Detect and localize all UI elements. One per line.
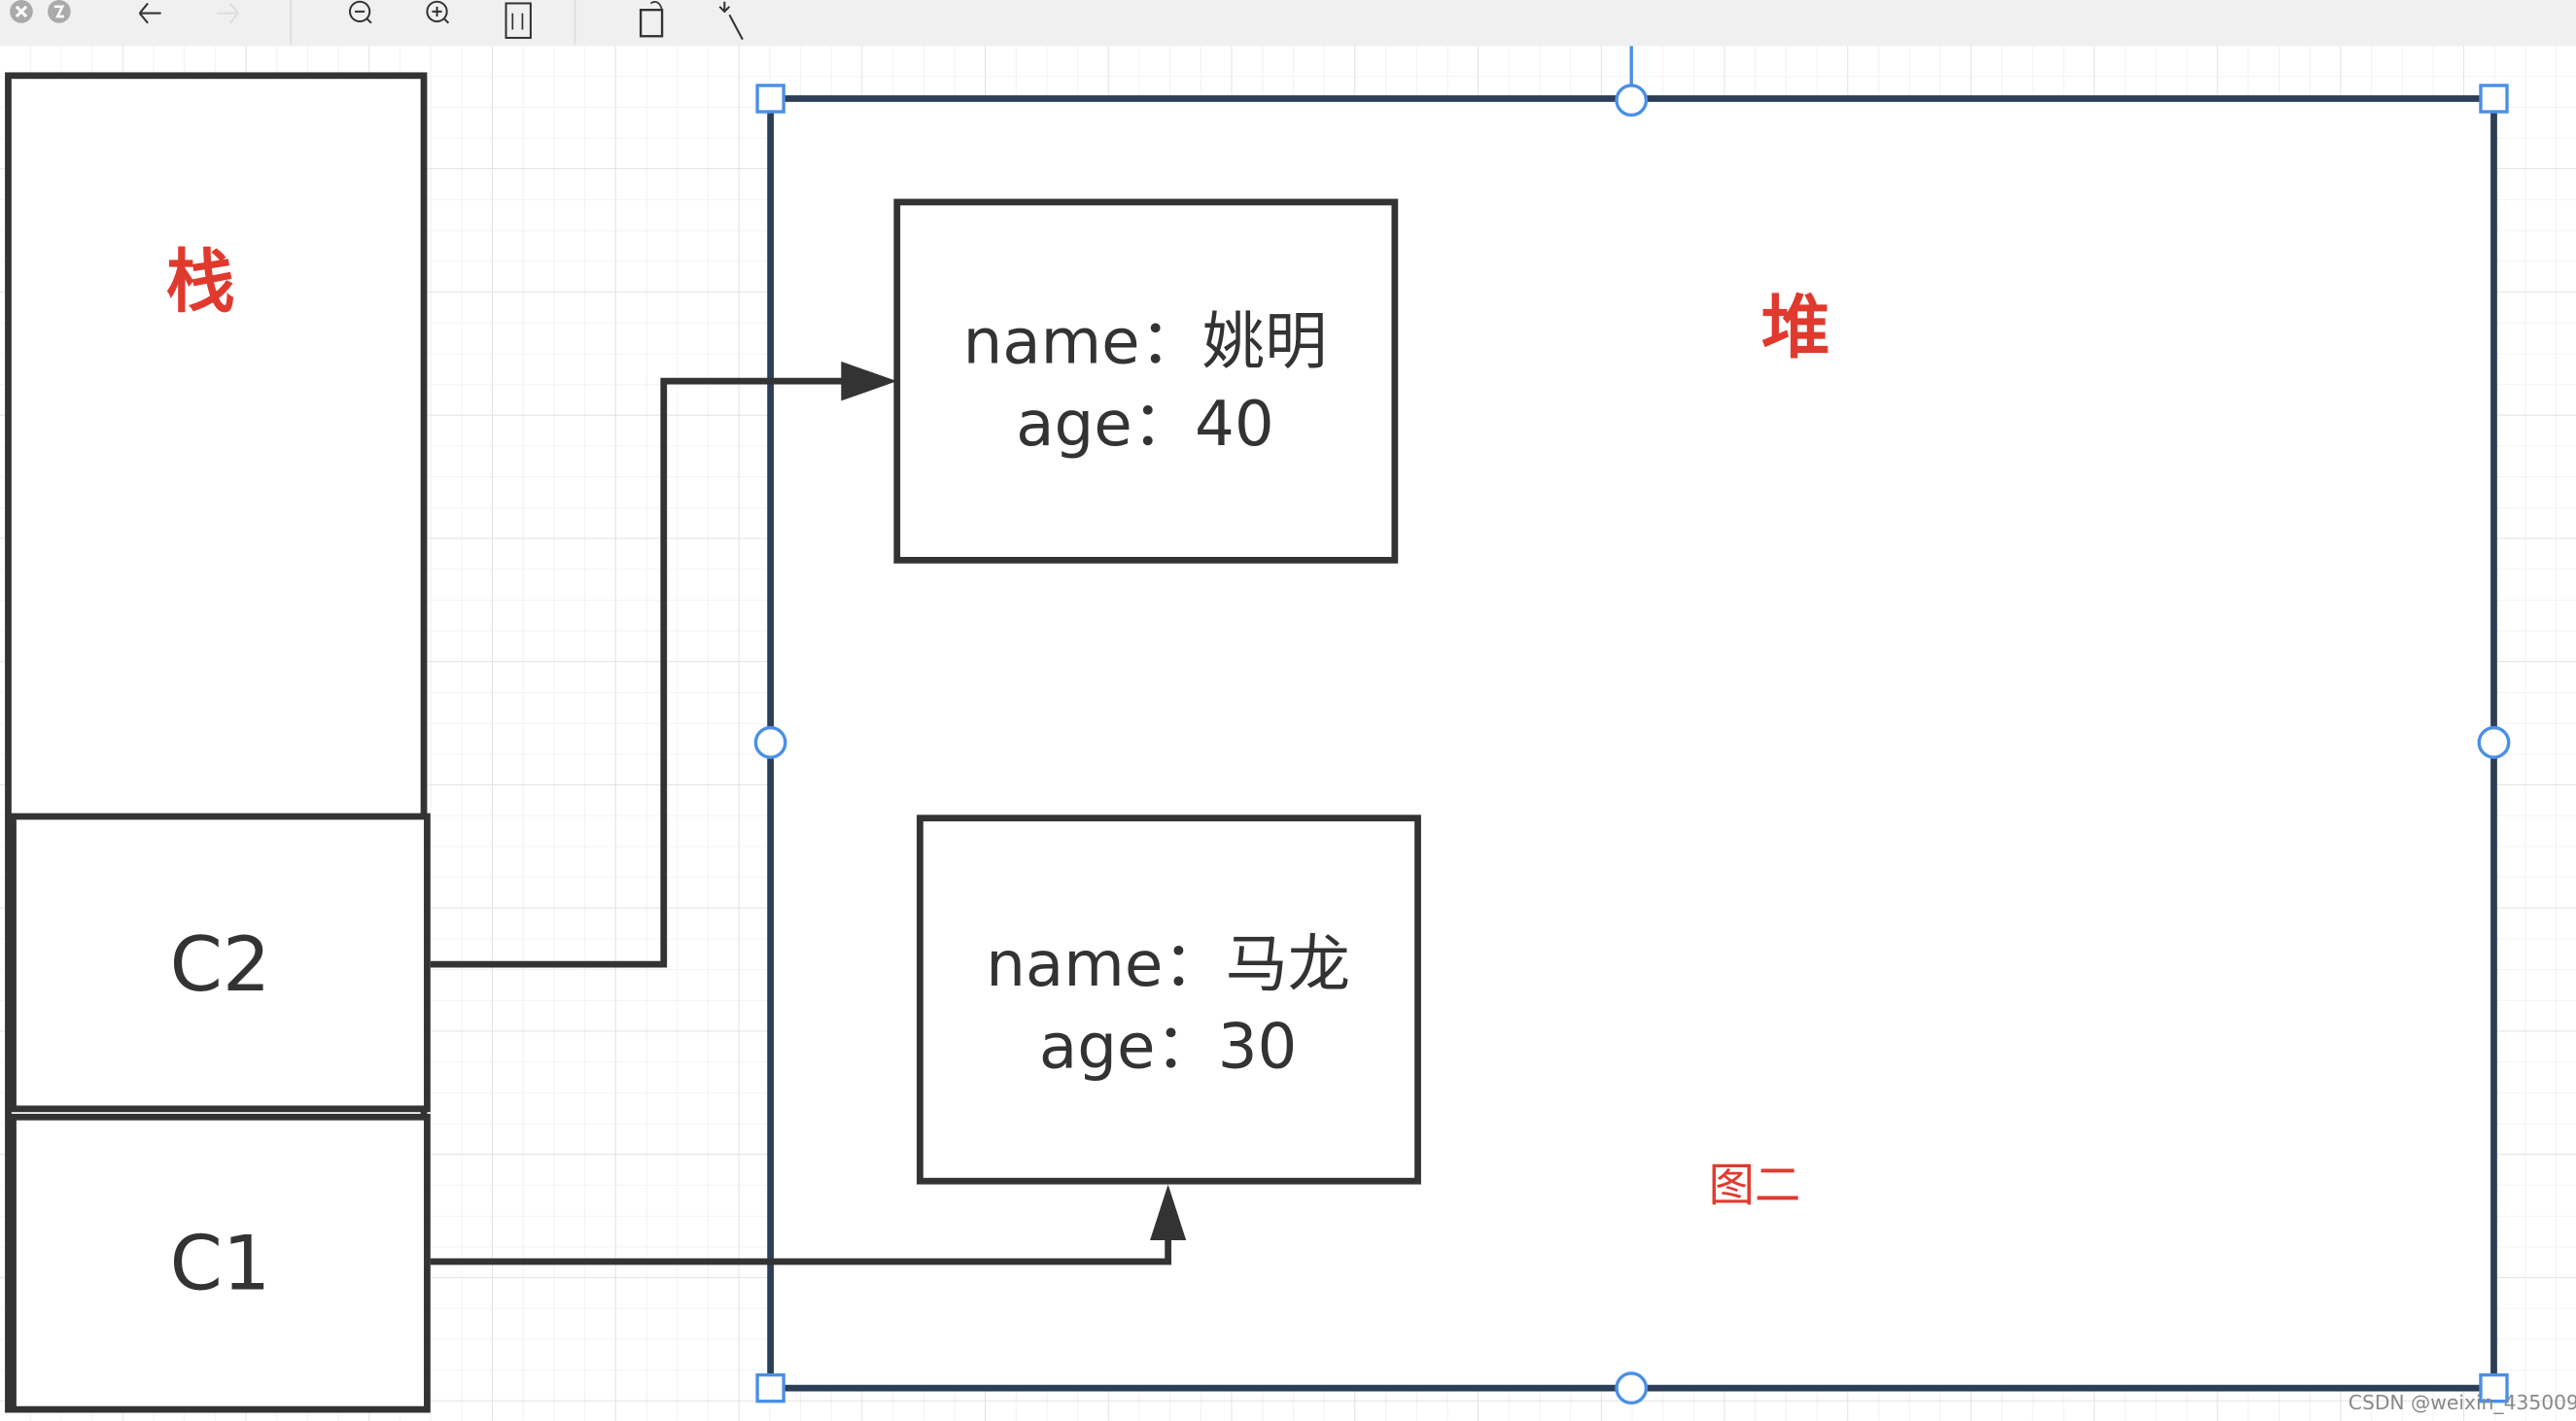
resize-handle[interactable] bbox=[755, 1372, 785, 1404]
figure-caption: 图二 bbox=[1709, 1159, 1801, 1212]
toolbar bbox=[0, 0, 2576, 47]
rotate-icon[interactable] bbox=[639, 1, 664, 38]
close-circle-icon[interactable] bbox=[10, 0, 33, 23]
object-box[interactable]: name：马龙 age：30 bbox=[917, 814, 1421, 1185]
rotate-handle[interactable] bbox=[1615, 84, 1649, 118]
zoom-in-icon[interactable] bbox=[426, 0, 450, 24]
undo-arrow-icon[interactable] bbox=[138, 2, 161, 24]
object-age: age：40 bbox=[1016, 388, 1274, 461]
stack-cell-label: C1 bbox=[170, 1221, 271, 1308]
heap-label: 堆 bbox=[1761, 288, 1830, 368]
redo-arrow-icon[interactable] bbox=[217, 2, 239, 24]
stack-label: 栈 bbox=[166, 241, 235, 322]
selection-handles[interactable] bbox=[753, 46, 2511, 1405]
c1-reference-arrow[interactable] bbox=[430, 1231, 1172, 1265]
object-box[interactable]: name：姚明 age：40 bbox=[893, 198, 1399, 564]
stack-cell-label: C2 bbox=[170, 921, 271, 1009]
resize-handle[interactable] bbox=[753, 726, 787, 759]
resize-handle[interactable] bbox=[1615, 1371, 1649, 1405]
stack-cell-c1[interactable]: C1 bbox=[10, 1113, 431, 1413]
c2-reference-arrow[interactable] bbox=[430, 377, 843, 968]
object-age: age：30 bbox=[1039, 1011, 1298, 1084]
arrowhead-icon bbox=[1150, 1184, 1187, 1241]
object-name: name：姚明 bbox=[963, 306, 1328, 379]
arrowhead-icon bbox=[841, 361, 897, 401]
magic-wand-icon[interactable] bbox=[718, 1, 744, 41]
resize-handle[interactable] bbox=[2479, 84, 2509, 114]
actual-size-icon[interactable] bbox=[505, 2, 532, 39]
resize-handle[interactable] bbox=[2479, 1372, 2509, 1404]
object-name: name：马龙 bbox=[986, 928, 1350, 1001]
stack-cell-c2[interactable]: C2 bbox=[10, 813, 431, 1113]
resize-handle[interactable] bbox=[2477, 726, 2511, 759]
resize-handle[interactable] bbox=[755, 84, 785, 114]
watermark: CSDN @weixin_43500974 bbox=[2349, 1391, 2576, 1414]
disabled-circle-icon[interactable] bbox=[48, 0, 71, 23]
zoom-out-icon[interactable] bbox=[348, 0, 372, 24]
